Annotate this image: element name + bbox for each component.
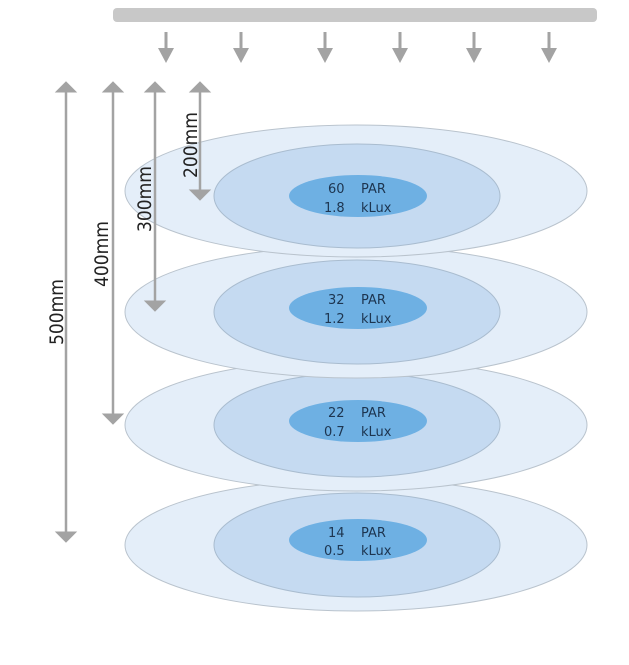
par-unit: PAR	[361, 293, 386, 308]
arrow-up-icon	[101, 81, 125, 93]
inner-light-zone	[289, 287, 427, 329]
lux-value: 0.5	[324, 544, 345, 559]
par-value: 14	[328, 526, 345, 541]
lux-unit: kLux	[361, 201, 392, 216]
inner-light-zone	[289, 519, 427, 561]
arrow-down-icon	[317, 32, 333, 63]
lux-unit: kLux	[361, 544, 392, 559]
dimension-400mm: 400mm	[91, 81, 125, 425]
dimension-200mm: 200mm	[180, 81, 212, 201]
dimension-label: 200mm	[180, 112, 202, 178]
dimension-label: 400mm	[91, 221, 113, 287]
arrow-down-icon	[466, 32, 482, 63]
par-unit: PAR	[361, 406, 386, 421]
lux-unit: kLux	[361, 425, 392, 440]
par-unit: PAR	[361, 526, 386, 541]
arrow-down-icon	[233, 32, 249, 63]
par-value: 22	[328, 406, 345, 421]
lux-unit: kLux	[361, 312, 392, 327]
dimension-label: 300mm	[134, 166, 156, 232]
level-300mm: 32 PAR 1.2 kLux	[124, 245, 588, 379]
dimension-label: 500mm	[46, 279, 68, 345]
lux-value: 1.8	[324, 201, 345, 216]
dimension-300mm: 300mm	[134, 81, 167, 312]
arrow-down-icon	[158, 32, 174, 63]
arrow-up-icon	[143, 81, 167, 93]
arrow-down-icon	[392, 32, 408, 63]
lux-value: 0.7	[324, 425, 345, 440]
light-direction-arrows	[158, 32, 557, 63]
inner-light-zone	[289, 175, 427, 217]
level-400mm: 22 PAR 0.7 kLux	[124, 358, 588, 492]
dimension-500mm: 500mm	[46, 81, 78, 543]
arrow-down-icon	[101, 413, 125, 425]
par-value: 32	[328, 293, 345, 308]
level-500mm: 14 PAR 0.5 kLux	[124, 478, 588, 612]
lamp-bar	[113, 8, 597, 22]
inner-light-zone	[289, 400, 427, 442]
arrow-up-icon	[54, 81, 78, 93]
par-value: 60	[328, 182, 345, 197]
arrow-down-icon	[143, 300, 167, 312]
arrow-down-icon	[541, 32, 557, 63]
arrow-up-icon	[188, 81, 212, 93]
arrow-down-icon	[54, 531, 78, 543]
lux-value: 1.2	[324, 312, 345, 327]
par-unit: PAR	[361, 182, 386, 197]
arrow-down-icon	[188, 189, 212, 201]
level-200mm: 60 PAR 1.8 kLux	[124, 124, 588, 258]
